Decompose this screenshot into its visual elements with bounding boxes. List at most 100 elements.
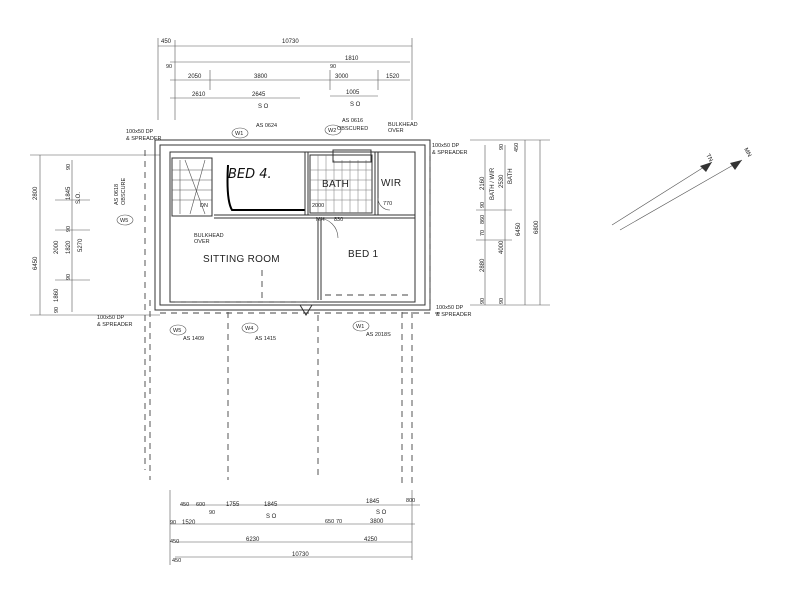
window-note: AS 1409 <box>183 336 204 342</box>
bulkhead-note: OVER <box>194 239 210 245</box>
dim-90: 90 <box>499 144 505 150</box>
dim-4000: 4000 <box>499 240 505 254</box>
dim-90: 90 <box>480 202 486 208</box>
window-note: OBSCURE <box>121 177 127 205</box>
dim-90: 90 <box>66 164 72 170</box>
dim-10730: 10730 <box>282 39 299 45</box>
room-label-bed1: BED 1 <box>348 249 379 260</box>
dim-90: 90 <box>330 64 336 70</box>
manhole-label: MH <box>316 217 325 223</box>
dim-6450: 6450 <box>516 222 522 236</box>
dim-1520: 1520 <box>182 520 196 526</box>
dim-1005: 1005 <box>346 90 360 96</box>
dim-6230: 6230 <box>246 537 260 543</box>
dim-3000: 3000 <box>335 74 349 80</box>
room-label-sitting-room: SITTING ROOM <box>203 254 280 265</box>
dim-2880: 2880 <box>480 258 486 272</box>
dp-note: & SPREADER <box>432 150 467 156</box>
dim-2800: 2800 <box>33 186 39 200</box>
dim-4250: 4250 <box>364 537 378 543</box>
dim-600: 600 <box>196 502 205 508</box>
bulkhead-note: BULKHEAD <box>194 233 224 239</box>
bulkhead-note: OVER <box>388 128 404 134</box>
dim-so: S O <box>266 514 277 520</box>
dim-770: 770 <box>383 201 392 207</box>
dim-90: 90 <box>54 307 60 313</box>
dim-90: 90 <box>66 274 72 280</box>
dim-450: 450 <box>180 502 189 508</box>
dim-2050: 2050 <box>188 74 202 80</box>
dim-3800: 3800 <box>370 519 384 525</box>
window-note: AS 1415 <box>255 336 276 342</box>
window-note: OBSCURED <box>337 126 368 132</box>
dim-10730: 10730 <box>292 552 309 558</box>
dim-so: S O <box>376 510 387 516</box>
window-tag-w5: W5 <box>120 218 128 224</box>
window-markers: W1 AS 0624 W2 AS 0616 OBSCURED BULKHEAD … <box>114 118 418 342</box>
dim-800: 800 <box>406 498 415 504</box>
window-tag-w1: W1 <box>356 324 364 330</box>
dim-6450: 6450 <box>33 256 39 270</box>
room-label-bed4: BED 4. <box>228 167 272 182</box>
dim-1810: 1810 <box>345 56 359 62</box>
window-tag-w4: W4 <box>245 326 253 332</box>
dim-70: 70 <box>480 230 486 236</box>
dim-90: 90 <box>166 64 172 70</box>
dim-90: 90 <box>170 520 176 526</box>
bottom-dimensions: 450 600 1755 1845 S O 1845 800 S O 90 15… <box>169 490 420 565</box>
dim-1845: 1845 <box>264 502 278 508</box>
dim-90: 90 <box>499 298 505 304</box>
room-labels: BED 4. BATH WIR SITTING ROOM BED 1 DN <box>200 167 401 265</box>
dim-830: 830 <box>334 217 343 223</box>
room-label-wir: WIR <box>381 178 401 189</box>
dim-bath-wir: BATH / WIR <box>490 167 496 200</box>
dim-90: 90 <box>66 226 72 232</box>
dim-2000: 2000 <box>54 240 60 254</box>
room-label-bath: BATH <box>322 179 349 190</box>
dim-650: 650 <box>325 519 334 525</box>
dp-note: 100x50 DP <box>97 315 125 321</box>
dp-note: 100x50 DP <box>436 305 464 311</box>
dim-so: S O <box>258 104 269 110</box>
building <box>144 139 440 485</box>
window-note: AS 2018S <box>366 332 391 338</box>
dp-note: & SPREADER <box>436 312 471 318</box>
dim-bath: BATH <box>508 168 514 184</box>
left-dimensions: 2800 6450 90 1845 S.O. 2000 1860 1820 90… <box>30 154 160 316</box>
dim-so: S O <box>350 102 361 108</box>
dim-860: 860 <box>480 215 486 224</box>
dim-1820: 1820 <box>66 240 72 254</box>
dim-1845: 1845 <box>66 186 72 200</box>
window-tag-w2: W2 <box>328 128 336 134</box>
window-note: AS 0624 <box>256 123 277 129</box>
dim-70: 70 <box>336 519 342 525</box>
dim-2000: 2000 <box>312 203 324 209</box>
window-tag-w5: W5 <box>173 328 181 334</box>
dim-2645: 2645 <box>252 92 266 98</box>
magnetic-north-label: MN <box>742 147 752 158</box>
dp-note: 100x50 DP <box>126 129 154 135</box>
dim-6800: 6800 <box>534 220 540 234</box>
top-dimensions: 450 10730 90 90 1810 2050 3800 3000 1520… <box>157 38 413 120</box>
dim-so: S.O. <box>76 192 82 204</box>
dim-450: 450 <box>514 143 520 152</box>
dp-note: & SPREADER <box>97 322 132 328</box>
bulkhead-note: BULKHEAD <box>388 122 418 128</box>
dim-2160: 2160 <box>480 176 486 190</box>
dim-450: 450 <box>170 539 179 545</box>
dim-450: 450 <box>172 558 181 564</box>
downpipe-notes: 100x50 DP & SPREADER 100x50 DP & SPREADE… <box>97 129 471 328</box>
dim-90: 90 <box>209 510 215 516</box>
dim-90: 90 <box>480 298 486 304</box>
window-note: AS 0618 <box>114 184 120 205</box>
dim-1860: 1860 <box>54 288 60 302</box>
dp-note: & SPREADER <box>126 136 161 142</box>
dim-1520: 1520 <box>386 74 400 80</box>
stair-down-label: DN <box>200 203 208 209</box>
window-tag-w1: W1 <box>235 131 243 137</box>
dim-450: 450 <box>161 39 172 45</box>
dp-note: 100x50 DP <box>432 143 460 149</box>
dim-1845: 1845 <box>366 499 380 505</box>
true-north-label: TN <box>704 153 713 163</box>
